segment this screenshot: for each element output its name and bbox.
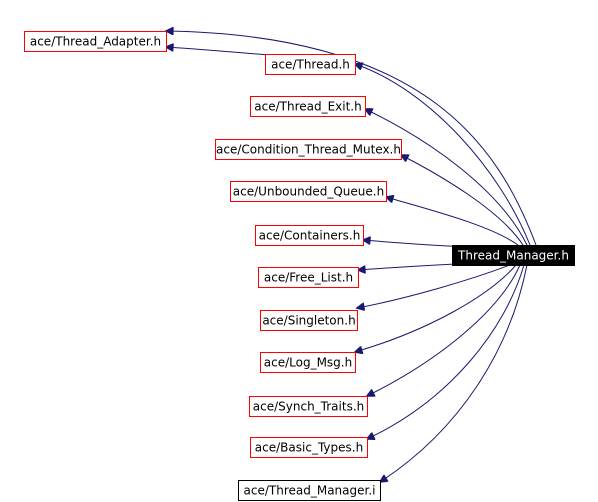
- node-root-thread-manager-h[interactable]: Thread_Manager.h: [452, 245, 575, 266]
- node-singleton-h[interactable]: ace/Singleton.h: [260, 310, 358, 331]
- node-singleton-h-box: [260, 310, 358, 331]
- node-root-thread-manager-h-box: [452, 245, 575, 266]
- node-synch-traits-h-box: [249, 396, 368, 417]
- edge-thread-manager-h-to-ace-unbounded-queue-h: [386, 197, 519, 246]
- node-log-msg-h-label: ace/Log_Msg.h: [264, 356, 352, 370]
- node-containers-h-label: ace/Containers.h: [259, 229, 361, 243]
- edge-thread-manager-h-to-ace-condition-thread-mutex-h: [401, 155, 524, 246]
- edge-thread-manager-h-to-ace-basic-types-h: [367, 264, 525, 439]
- edge-thread-manager-h-to-ace-thread-adapter-h: [166, 31, 537, 246]
- node-free-list-h[interactable]: ace/Free_List.h: [258, 267, 359, 288]
- edges-layer: [166, 31, 537, 482]
- node-condition-thread-mutex-h-label: ace/Condition_Thread_Mutex.h: [216, 143, 401, 157]
- node-basic-types-h-box: [250, 437, 368, 458]
- node-thread-h-box: [265, 54, 356, 75]
- node-thread-h-label: ace/Thread.h: [271, 58, 350, 72]
- node-unbounded-queue-h-box: [230, 181, 387, 202]
- node-thread-adapter-h[interactable]: ace/Thread_Adapter.h: [24, 31, 167, 52]
- node-condition-thread-mutex-h[interactable]: ace/Condition_Thread_Mutex.h: [215, 139, 402, 160]
- node-thread-exit-h[interactable]: ace/Thread_Exit.h: [250, 96, 366, 117]
- node-root-thread-manager-h-label: Thread_Manager.h: [457, 249, 569, 263]
- node-basic-types-h-label: ace/Basic_Types.h: [255, 441, 363, 455]
- node-thread-adapter-h-box: [24, 31, 167, 52]
- node-thread-exit-h-label: ace/Thread_Exit.h: [254, 100, 361, 114]
- node-free-list-h-box: [258, 267, 359, 288]
- node-unbounded-queue-h-label: ace/Unbounded_Queue.h: [233, 185, 384, 199]
- nodes-layer: ace/Thread_Adapter.h ace/Thread.h ace/Thre…: [24, 31, 575, 501]
- edge-thread-manager-h-to-ace-synch-traits-h: [367, 264, 521, 396]
- node-thread-h[interactable]: ace/Thread.h: [265, 54, 356, 75]
- edge-thread-manager-h-to-ace-thread-h: [355, 64, 531, 246]
- node-containers-h-box: [255, 225, 364, 246]
- node-thread-manager-i-label: ace/Thread_Manager.i: [244, 484, 376, 498]
- node-basic-types-h[interactable]: ace/Basic_Types.h: [250, 437, 368, 458]
- edge-thread-manager-h-to-ace-singleton-h: [357, 264, 511, 308]
- node-condition-thread-mutex-h-box: [215, 139, 402, 160]
- node-containers-h[interactable]: ace/Containers.h: [255, 225, 364, 246]
- node-thread-manager-i-box: [238, 480, 381, 501]
- node-thread-adapter-h-label: ace/Thread_Adapter.h: [30, 35, 161, 49]
- edge-thread-manager-h-to-ace-thread-manager-i: [380, 264, 528, 482]
- edge-thread-manager-h-to-ace-thread-exit-h: [365, 109, 528, 246]
- node-synch-traits-h-label: ace/Synch_Traits.h: [253, 400, 364, 414]
- edge-thread-manager-h-to-ace-log-msg-h: [355, 264, 517, 352]
- node-unbounded-queue-h[interactable]: ace/Unbounded_Queue.h: [230, 181, 387, 202]
- node-log-msg-h[interactable]: ace/Log_Msg.h: [260, 352, 356, 373]
- node-singleton-h-label: ace/Singleton.h: [262, 314, 355, 328]
- node-thread-manager-i[interactable]: ace/Thread_Manager.i: [238, 480, 381, 501]
- node-thread-exit-h-box: [250, 96, 366, 117]
- node-synch-traits-h[interactable]: ace/Synch_Traits.h: [249, 396, 368, 417]
- node-log-msg-h-box: [260, 352, 356, 373]
- node-free-list-h-label: ace/Free_List.h: [264, 271, 353, 285]
